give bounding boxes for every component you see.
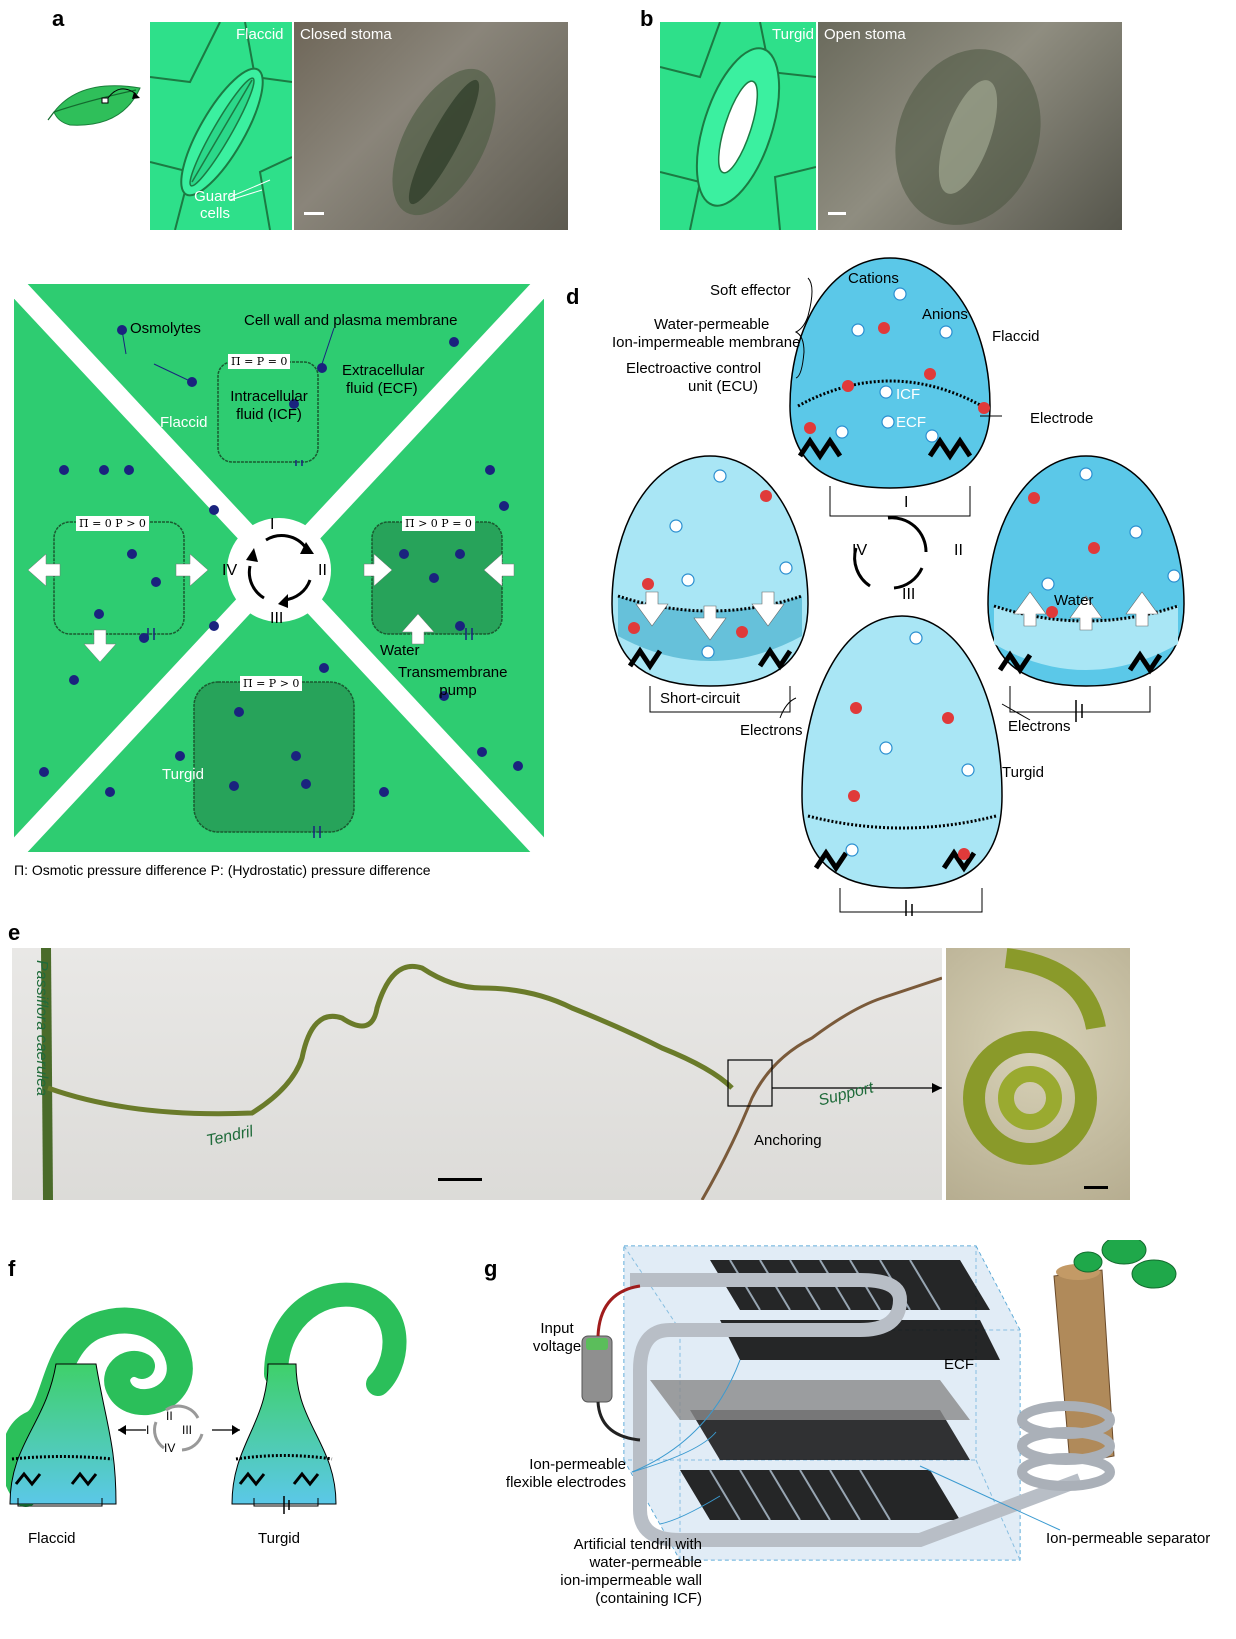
flaccid-label: Flaccid (236, 26, 284, 43)
panel-label-b: b (640, 6, 653, 32)
icf-label-2: fluid (ICF) (224, 406, 314, 423)
water-label-d: Water (1054, 592, 1093, 609)
icf-label-d: ICF (896, 386, 920, 403)
pump-label-2: pump (428, 682, 488, 699)
electrode-label: Electrode (1030, 410, 1093, 427)
ecf-label-2: fluid (ECF) (346, 380, 418, 397)
ecf-label-d: ECF (896, 414, 926, 431)
flaccid-label-d: Flaccid (992, 328, 1040, 345)
effector-cycle-diagram (590, 256, 1210, 916)
ecu-label-1: Electroactive control (626, 360, 761, 377)
roman-d-4: IV (852, 542, 867, 559)
roman-c-3: III (270, 610, 283, 627)
electrons-right-label: Electrons (1008, 718, 1071, 735)
turgid-label-f: Turgid (258, 1530, 300, 1547)
flaccid-label-c: Flaccid (160, 414, 208, 431)
roman-d-2: II (954, 542, 963, 559)
tendril-wall-label-2: water-permeable (470, 1554, 702, 1571)
roman-f-1: I (146, 1422, 149, 1439)
soft-effector-label: Soft effector (710, 282, 791, 299)
closed-stoma-photo (294, 22, 568, 230)
ecu-label-2: unit (ECU) (688, 378, 758, 395)
panel-label-g: g (484, 1256, 497, 1282)
open-stoma-label: Open stoma (824, 26, 906, 43)
input-voltage-label-2: voltage (512, 1338, 602, 1355)
species-label: Passiflora caerulea (33, 960, 50, 1096)
anchoring-closeup-photo (946, 948, 1130, 1200)
separator-label: Ion-permeable separator (1046, 1530, 1210, 1547)
roman-d-1: I (904, 494, 908, 511)
roman-f-4: IV (164, 1440, 175, 1457)
anchoring-label: Anchoring (754, 1132, 822, 1149)
input-voltage-label-1: Input (512, 1320, 602, 1337)
cell-cycle-diagram (14, 284, 544, 852)
turgid-label-c: Turgid (162, 766, 204, 783)
membrane-label-2: Ion-impermeable membrane (612, 334, 800, 351)
ecf-label-1: Extracellular (342, 362, 425, 379)
eq-bottom: Π = P > 0 (240, 676, 302, 691)
open-stoma-photo (818, 22, 1122, 230)
roman-f-2: II (166, 1408, 173, 1425)
panel-label-d: d (566, 284, 579, 310)
roman-c-1: I (270, 516, 274, 533)
roman-c-2: II (318, 562, 327, 579)
scale-bar (304, 212, 324, 215)
electrodes-label-2: flexible electrodes (440, 1474, 626, 1491)
short-circuit-label: Short-circuit (660, 690, 740, 707)
roman-f-3: III (182, 1422, 192, 1439)
icf-label-1: Intracellular (224, 388, 314, 405)
tendril-photo (12, 948, 942, 1200)
electrodes-label-1: Ion-permeable (440, 1456, 626, 1473)
pump-label-1: Transmembrane (398, 664, 507, 681)
artificial-tendril-cycle (6, 1274, 418, 1524)
anions-label: Anions (922, 306, 968, 323)
tendril-wall-label-4: (containing ICF) (470, 1590, 702, 1607)
turgid-label-d: Turgid (1002, 764, 1044, 781)
closed-stoma-label: Closed stoma (300, 26, 392, 43)
tendril-wall-label-3: ion-impermeable wall (470, 1572, 702, 1589)
tendril-wall-label-1: Artificial tendril with (470, 1536, 702, 1553)
scale-bar-e (438, 1178, 482, 1181)
membrane-label-1: Water-permeable (654, 316, 769, 333)
leaf-icon (40, 70, 150, 140)
osmotic-legend: Π: Osmotic pressure difference P: (Hydro… (14, 862, 431, 879)
turgid-stoma-diagram (660, 22, 816, 230)
panel-label-e: e (8, 920, 20, 946)
panel-label-a: a (52, 6, 64, 32)
eq-right: Π > 0 P = 0 (402, 516, 475, 531)
water-label-c: Water (380, 642, 419, 659)
roman-c-4: IV (222, 562, 237, 579)
eq-left: Π = 0 P > 0 (76, 516, 149, 531)
guard-cells-label-1: Guard (190, 188, 240, 205)
electrons-left-label: Electrons (740, 722, 803, 739)
eq-top: Π = P = 0 (228, 354, 290, 369)
flaccid-label-f: Flaccid (28, 1530, 76, 1547)
turgid-label-b: Turgid (772, 26, 814, 43)
osmolytes-label: Osmolytes (130, 320, 201, 337)
guard-cells-label-2: cells (190, 205, 240, 222)
cations-label: Cations (848, 270, 899, 287)
cell-wall-label: Cell wall and plasma membrane (244, 312, 457, 329)
roman-d-3: III (902, 586, 915, 603)
ecf-label-g: ECF (944, 1356, 974, 1373)
